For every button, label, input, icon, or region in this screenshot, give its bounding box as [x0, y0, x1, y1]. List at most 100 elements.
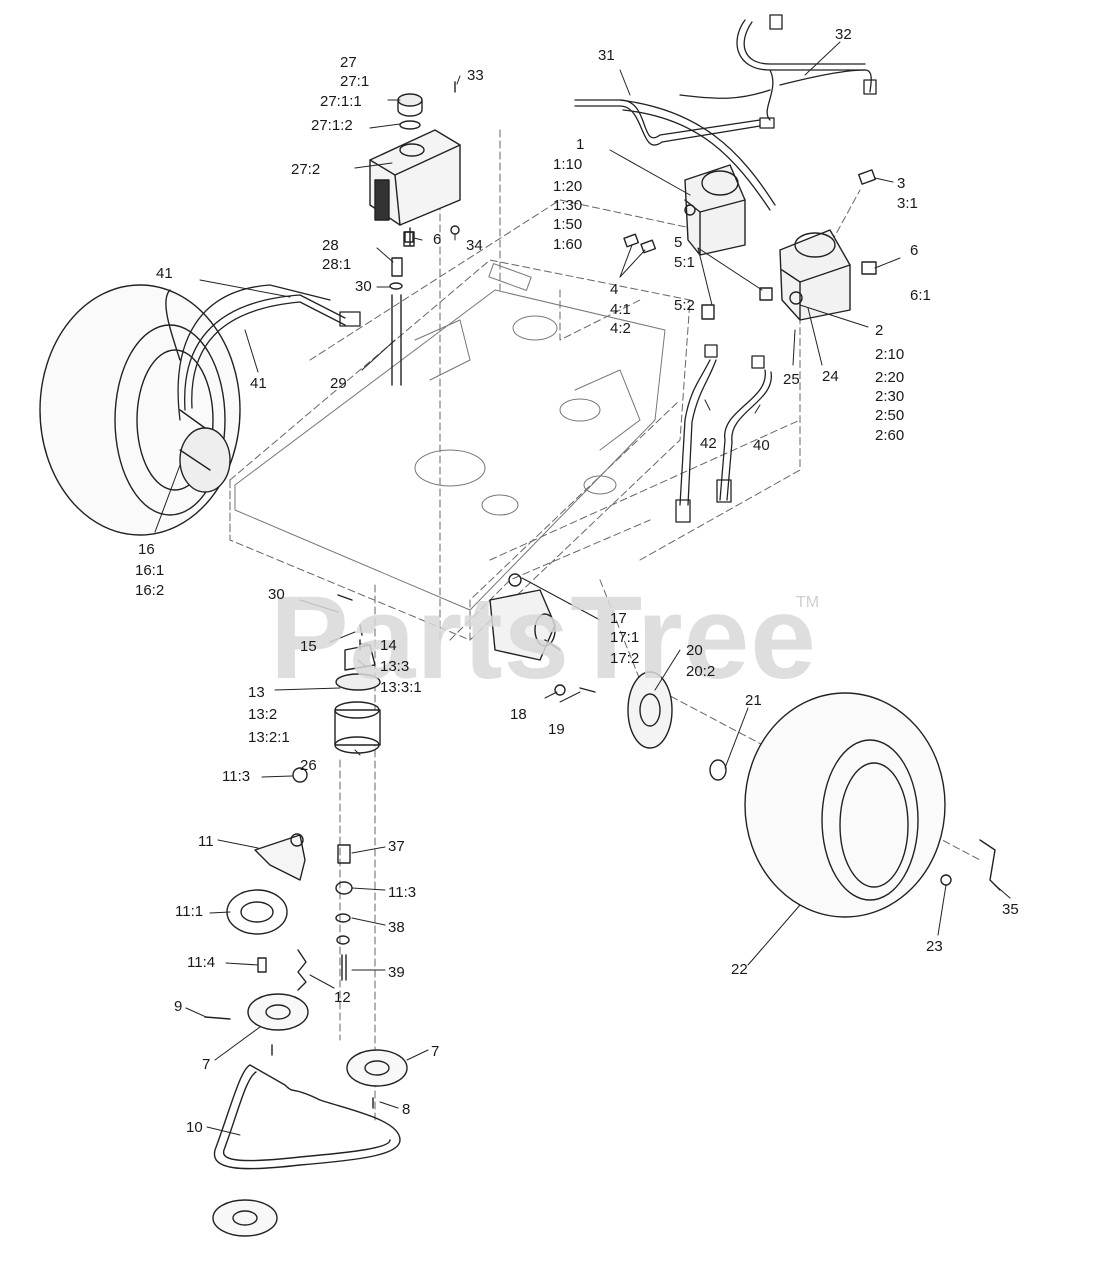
callout-17-1[interactable]: 17:1: [610, 629, 640, 646]
callout-13[interactable]: 13: [248, 684, 265, 701]
callout-30-lower[interactable]: 30: [268, 586, 285, 603]
callout-1[interactable]: 1: [576, 136, 585, 153]
watermark-text: PartsTree: [270, 572, 817, 704]
callout-2-60[interactable]: 2:60: [875, 427, 905, 444]
callout-11-3[interactable]: 11:3: [222, 768, 251, 785]
callout-33[interactable]: 33: [467, 67, 484, 84]
callout-1-20[interactable]: 1:20: [553, 178, 583, 195]
left-wheel: [39, 284, 241, 536]
callout-38[interactable]: 38: [388, 919, 405, 936]
callout-1-50[interactable]: 1:50: [553, 216, 583, 233]
callout-10[interactable]: 10: [186, 1119, 203, 1136]
callout-42[interactable]: 42: [700, 435, 717, 452]
callout-16-1[interactable]: 16:1: [135, 562, 165, 579]
callout-25[interactable]: 25: [783, 371, 800, 388]
callout-1-30[interactable]: 1:30: [553, 197, 583, 214]
callout-6-1[interactable]: 6:1: [910, 287, 931, 304]
callout-30[interactable]: 30: [355, 278, 372, 295]
callout-16[interactable]: 16: [138, 541, 155, 558]
callout-6[interactable]: 6: [433, 231, 442, 248]
callout-12[interactable]: 12: [334, 989, 351, 1006]
watermark-trademark: TM: [796, 594, 820, 611]
callout-5-2[interactable]: 5:2: [674, 297, 695, 314]
callout-14[interactable]: 14: [380, 637, 397, 654]
callout-28-1[interactable]: 28:1: [322, 256, 352, 273]
filter-assembly: [334, 594, 381, 754]
callout-27-1-2[interactable]: 27:1:2: [311, 117, 353, 134]
callout-2[interactable]: 2: [875, 322, 884, 339]
hydraulic-tank: [369, 93, 461, 247]
callout-8[interactable]: 8: [402, 1101, 411, 1118]
callout-27[interactable]: 27: [340, 54, 357, 71]
standpipe: [389, 257, 403, 386]
callout-11[interactable]: 11: [198, 833, 214, 850]
callout-4-1[interactable]: 4:1: [610, 301, 631, 318]
callout-37[interactable]: 37: [388, 838, 405, 855]
callout-15[interactable]: 15: [300, 638, 317, 655]
callout-29[interactable]: 29: [330, 375, 347, 392]
callout-32[interactable]: 32: [835, 26, 852, 43]
callout-1-60[interactable]: 1:60: [553, 236, 583, 253]
callout-26[interactable]: 26: [300, 757, 317, 774]
callout-2-50[interactable]: 2:50: [875, 407, 905, 424]
callout-3[interactable]: 3: [897, 175, 906, 192]
callout-20[interactable]: 20: [686, 642, 703, 659]
callout-34[interactable]: 34: [466, 237, 483, 254]
callout-5-1[interactable]: 5:1: [674, 254, 695, 271]
hoses-top: [574, 14, 877, 211]
callout-23[interactable]: 23: [926, 938, 943, 955]
callout-24[interactable]: 24: [822, 368, 839, 385]
right-wheel: [744, 692, 1001, 918]
callout-35[interactable]: 35: [1002, 901, 1019, 918]
callout-13-3[interactable]: 13:3: [380, 658, 410, 675]
callout-27-2[interactable]: 27:2: [291, 161, 321, 178]
callout-11-4[interactable]: 11:4: [187, 954, 216, 971]
callout-13-2-1[interactable]: 13:2:1: [248, 729, 290, 746]
callout-17-2[interactable]: 17:2: [610, 650, 640, 667]
callout-22[interactable]: 22: [731, 961, 748, 978]
idler-assembly: [226, 767, 353, 991]
callout-41-lower[interactable]: 41: [250, 375, 267, 392]
wheel-motor: [489, 573, 561, 661]
callout-4-2[interactable]: 4:2: [610, 320, 631, 337]
fittings: [404, 169, 877, 320]
callout-21[interactable]: 21: [745, 692, 762, 709]
washer-34: [450, 225, 460, 235]
callout-11-3-lower[interactable]: 11:3: [388, 884, 417, 901]
callout-4[interactable]: 4: [610, 281, 619, 298]
callout-17[interactable]: 17: [610, 610, 627, 627]
callout-3-1[interactable]: 3:1: [897, 195, 918, 212]
callout-9[interactable]: 9: [174, 998, 183, 1015]
callout-28[interactable]: 28: [322, 237, 339, 254]
callout-13-2[interactable]: 13:2: [248, 706, 278, 723]
callout-40[interactable]: 40: [753, 437, 770, 454]
callout-6-right[interactable]: 6: [910, 242, 919, 259]
callout-20-2[interactable]: 20:2: [686, 663, 716, 680]
deck-plate: [234, 263, 666, 611]
leader-lines: [154, 41, 1011, 1136]
callout-31[interactable]: 31: [598, 47, 615, 64]
callout-39[interactable]: 39: [388, 964, 405, 981]
callout-2-20[interactable]: 2:20: [875, 369, 905, 386]
hoses-pump-to-motor: [675, 344, 772, 523]
callout-13-3-1[interactable]: 13:3:1: [380, 679, 422, 696]
callout-27-1-1[interactable]: 27:1:1: [320, 93, 362, 110]
callout-18[interactable]: 18: [510, 706, 527, 723]
callout-11-1[interactable]: 11:1: [175, 903, 204, 920]
callout-2-10[interactable]: 2:10: [875, 346, 905, 363]
callout-5[interactable]: 5: [674, 234, 683, 251]
callout-2-30[interactable]: 2:30: [875, 388, 905, 405]
callout-16-2[interactable]: 16:2: [135, 582, 165, 599]
pump-2: [779, 229, 851, 321]
pulleys-and-belt: [204, 993, 408, 1237]
callout-1-10[interactable]: 1:10: [553, 156, 583, 173]
callout-27-1[interactable]: 27:1: [340, 73, 370, 90]
wheel-hub: [554, 671, 727, 781]
pump-1: [684, 164, 746, 256]
callout-41[interactable]: 41: [156, 265, 173, 282]
callout-7-right[interactable]: 7: [431, 1043, 440, 1060]
callout-7[interactable]: 7: [202, 1056, 211, 1073]
callout-19[interactable]: 19: [548, 721, 565, 738]
